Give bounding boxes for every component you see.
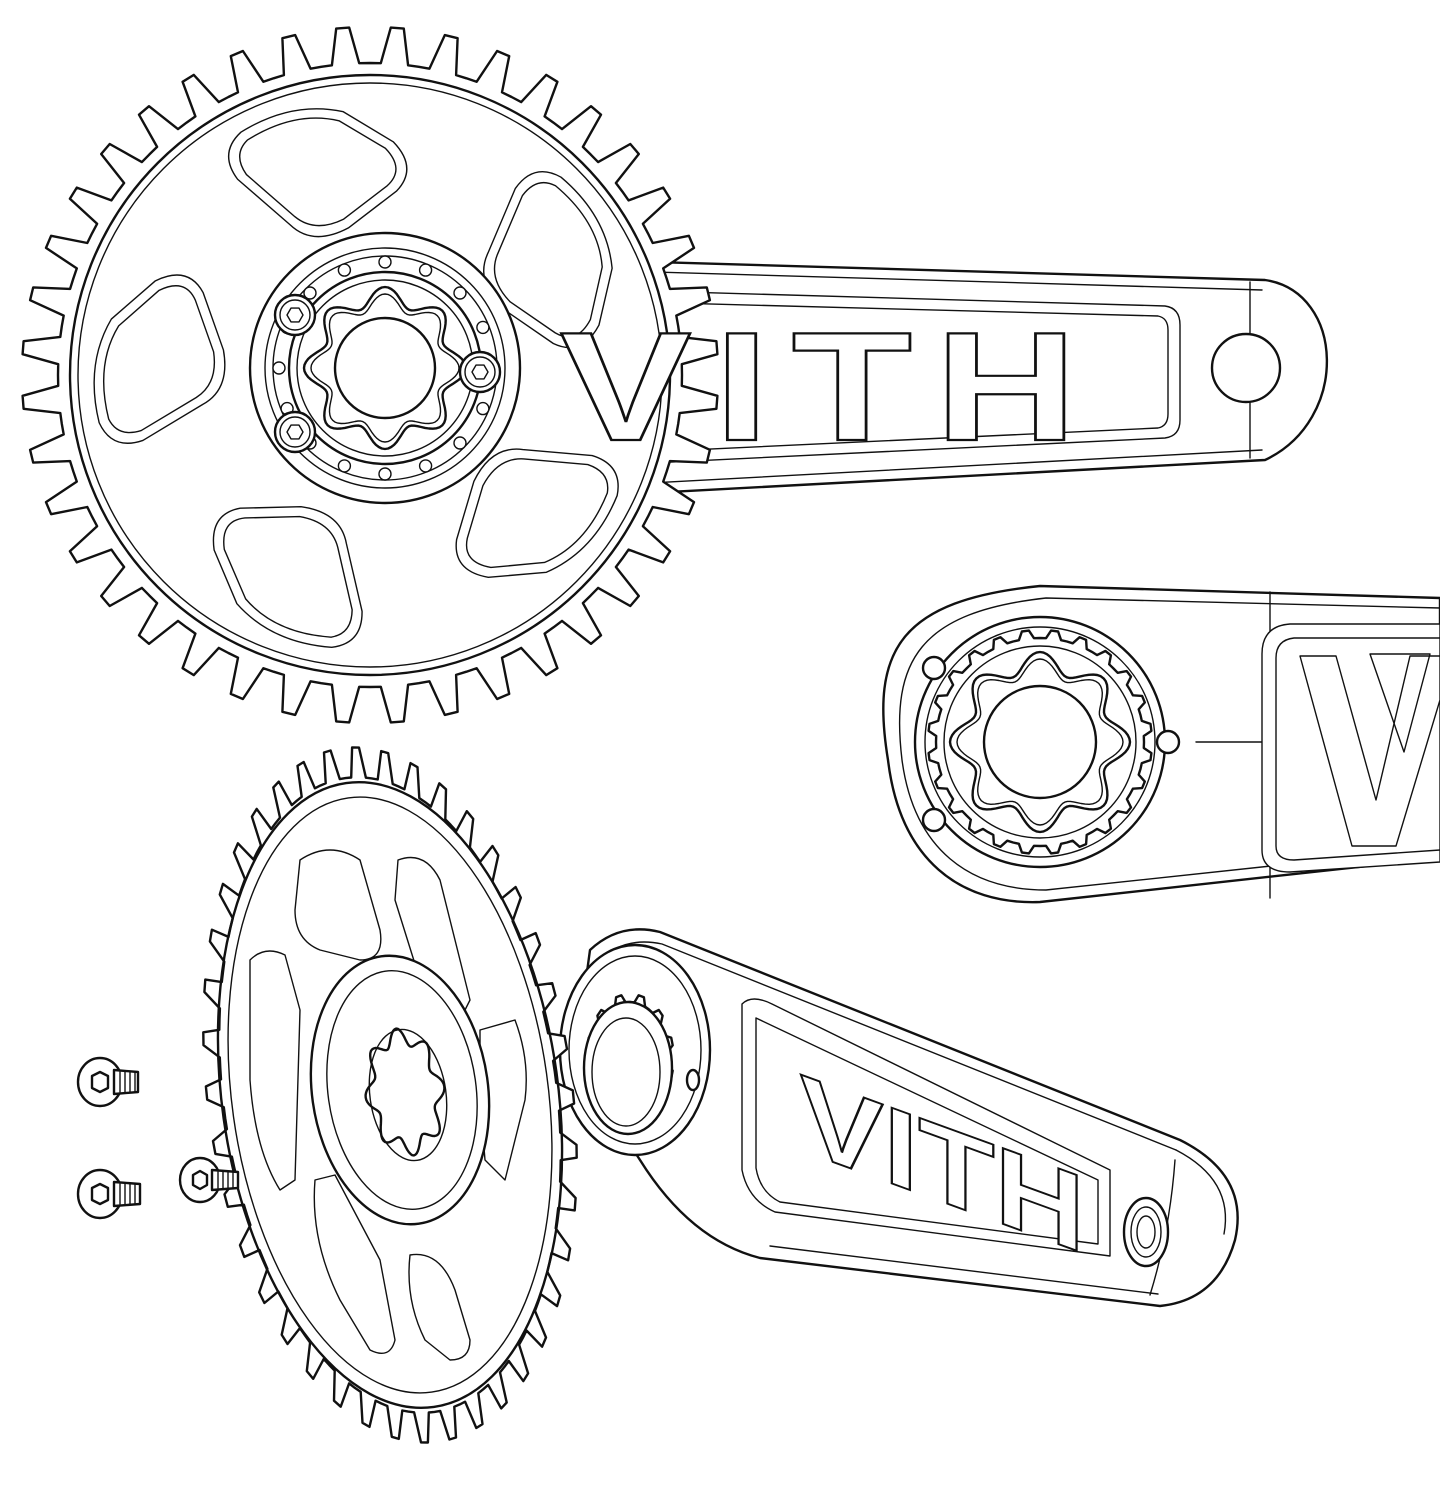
- spoke-window: [228, 108, 408, 238]
- iso-spoke-window: [408, 1253, 471, 1361]
- spoke-windows: [93, 108, 619, 649]
- iso-spoke-window: [313, 1174, 396, 1354]
- loose-chainring-bolts: [76, 1056, 240, 1220]
- crankset-side-view: VITH: [21, 26, 1329, 724]
- crankset-exploded-isometric: VITH: [76, 746, 1239, 1444]
- crank-arm-outer: [518, 256, 1329, 502]
- bolt-2: [76, 1168, 142, 1220]
- chainring-bolt: [273, 410, 317, 454]
- bolt-3: [178, 1156, 240, 1204]
- arm-logo-text: VITH: [560, 300, 1100, 473]
- iso-spoke-window: [249, 950, 301, 1191]
- spoke-window: [93, 274, 226, 444]
- spoke-window: [212, 505, 363, 649]
- iso-chainring: [202, 746, 578, 1444]
- chainring-bolt: [458, 350, 502, 394]
- bolt-1: [76, 1056, 140, 1108]
- spoke-window: [455, 448, 619, 579]
- iso-arm-spider: [558, 943, 712, 1157]
- arm-logo-lettering: VITH: [559, 299, 1100, 474]
- spindle-bore: [333, 316, 437, 420]
- chainring-bolt: [273, 293, 317, 337]
- spoke-window: [483, 171, 613, 349]
- iso-crank-arm: VITH: [558, 928, 1239, 1308]
- crank-arm-spider-closeup: [882, 584, 1440, 904]
- spider-hub: [248, 231, 522, 505]
- iso-spoke-window: [479, 1019, 527, 1181]
- pedal-eye: [1210, 332, 1282, 404]
- closeup-logo-fragment: [1299, 653, 1440, 847]
- chainring-bolts: [273, 293, 502, 454]
- iso-spoke-window: [294, 849, 382, 961]
